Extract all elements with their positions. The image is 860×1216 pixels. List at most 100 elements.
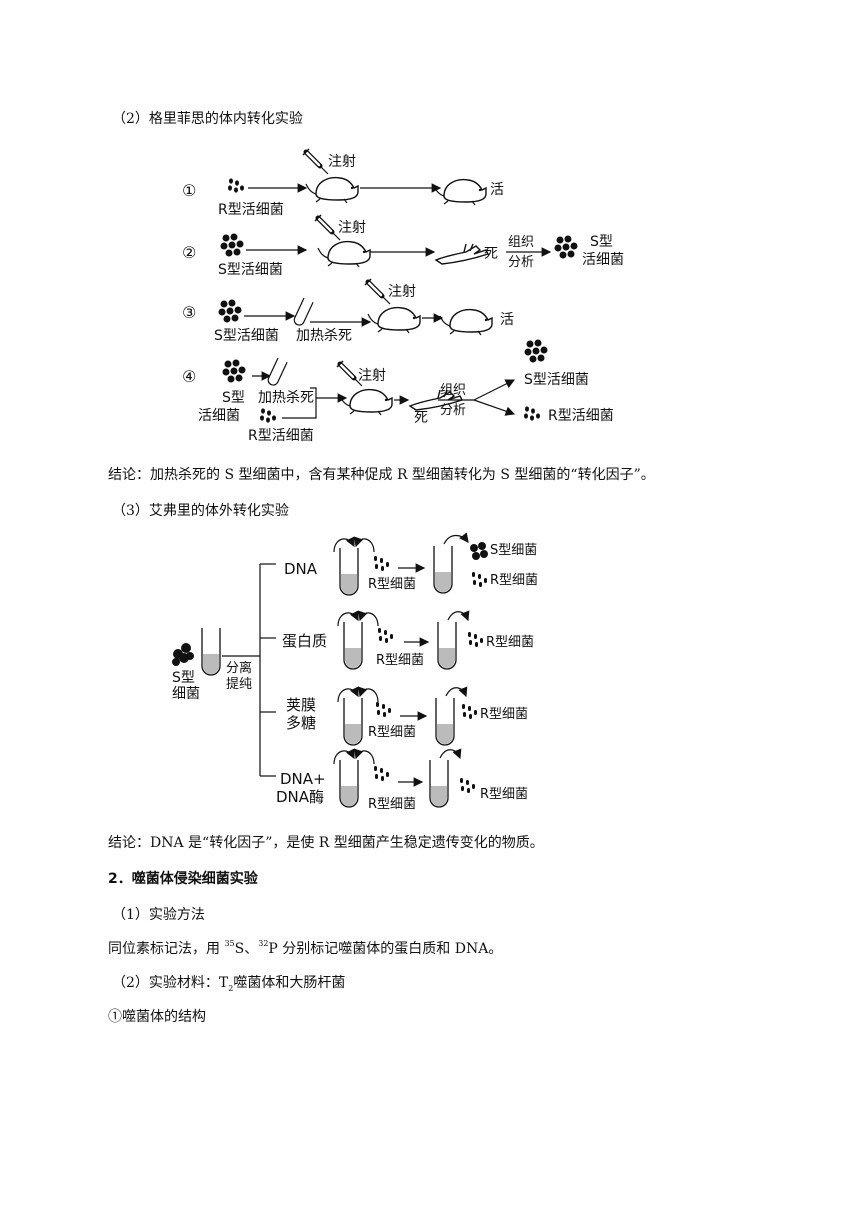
conclusion-avery: 结论：DNA 是“转化因子”，是使 R 型细菌产生稳定遗传变化的物质。 (108, 835, 544, 851)
test-tube-icon (291, 297, 314, 328)
r-bacteria-icon (374, 556, 389, 571)
arrow (473, 399, 516, 416)
syringe-icon (365, 279, 390, 304)
avery-branch4-r: R型细菌 (368, 797, 416, 810)
r-bacteria-cluster-icon (524, 406, 540, 421)
griffith-row2-dead: 死 (484, 246, 498, 262)
griffith-row3-inject: 注射 (388, 284, 416, 300)
mouse-icon (305, 176, 359, 204)
s-bacteria-cluster-icon (222, 359, 246, 383)
material-text: （2）实验材料：T2噬菌体和大肠杆菌 (112, 975, 346, 993)
avery-sep-bottom: 提纯 (226, 676, 252, 692)
griffith-row2-inject: 注射 (338, 220, 366, 236)
test-tube-icon (429, 759, 449, 808)
r-bacteria-icon (376, 702, 391, 717)
griffith-row4-s-bottom: 活细菌 (198, 408, 240, 424)
griffith-row2-num: ② (182, 243, 196, 262)
griffith-row2-analysis-top: 组织 (508, 235, 534, 250)
avery-branch2-label: 蛋白质 (282, 632, 327, 650)
s-bacteria-cluster-icon (524, 339, 548, 363)
r-bacteria-icon (462, 704, 477, 719)
griffith-experiment-figure: ① R型活细菌 注射 活 ② S型活细菌 注射 死 组织 分析 S型 活细菌 ③… (182, 140, 624, 444)
griffith-row1-num: ① (182, 181, 196, 200)
griffith-row4-s-top: S型 (222, 390, 245, 406)
test-tube-icon (265, 357, 288, 388)
griffith-row3-heat: 加热杀死 (296, 328, 352, 344)
griffith-row4-dead: 死 (414, 410, 428, 426)
griffith-row4-result-r: R型活细菌 (548, 408, 614, 424)
avery-branch1-r: R型细菌 (368, 577, 416, 592)
mouse-icon (439, 308, 493, 336)
syringe-icon (303, 149, 328, 174)
griffith-row4-num: ④ (182, 367, 196, 386)
test-tube-icon (435, 697, 455, 746)
griffith-row4-inject: 注射 (358, 368, 386, 384)
avery-source-top: S型 (172, 670, 195, 686)
bracket (282, 387, 317, 419)
griffith-row3-result: 活 (500, 312, 514, 328)
griffith-row1-inject: 注射 (328, 154, 356, 170)
section-heading-avery: （3）艾弗里的体外转化实验 (112, 503, 289, 519)
test-tube-icon (343, 697, 363, 746)
griffith-row4-result-s: S型活细菌 (524, 372, 589, 388)
avery-experiment-figure: S型 细菌 分离 提纯 DNA R型细菌 S型细菌 R型细菌 蛋白质 R型细菌 … (172, 532, 538, 810)
avery-branch3-out: R型细菌 (480, 707, 528, 722)
arrow (473, 379, 516, 401)
avery-branch2-out: R型细菌 (486, 635, 534, 650)
test-tube-icon (437, 621, 457, 670)
r-bacteria-icon (374, 766, 389, 781)
test-tube-icon (343, 621, 363, 670)
syringe-icon (315, 215, 340, 240)
griffith-row2-result-bottom: 活细菌 (582, 252, 624, 268)
avery-branch4-label-top: DNA+ (280, 770, 326, 788)
section-heading-griffith: （2）格里菲思的体内转化实验 (112, 111, 303, 127)
method-text: 同位素标记法，用 35S、32P 分别标记噬菌体的蛋白质和 DNA。 (108, 939, 503, 958)
s-bacteria-colony-icon (470, 542, 488, 560)
r-bacteria-cluster-icon (228, 178, 244, 193)
griffith-row2-label: S型活细菌 (218, 262, 283, 278)
griffith-row3-num: ③ (182, 303, 196, 322)
griffith-row4-r-label: R型活细菌 (248, 428, 314, 444)
section-heading-phage: 2．噬菌体侵染细菌实验 (108, 871, 258, 887)
avery-branch1-out2: R型细菌 (490, 573, 538, 588)
r-bacteria-icon (378, 628, 393, 643)
s-bacteria-colony-icon (172, 643, 194, 666)
griffith-row4-analysis-bottom: 分析 (440, 403, 466, 418)
avery-branch1-label: DNA (284, 560, 318, 578)
griffith-row2-analysis-bottom: 分析 (508, 255, 534, 270)
avery-branch1-out1: S型细菌 (490, 543, 537, 558)
test-tube-icon (339, 759, 359, 808)
avery-branch2-r: R型细菌 (376, 653, 424, 668)
dead-mouse-icon (435, 243, 489, 265)
r-bacteria-cluster-icon (260, 408, 276, 423)
mouse-icon (367, 306, 421, 334)
avery-source-bottom: 细菌 (172, 686, 200, 702)
griffith-row4-heat: 加热杀死 (258, 390, 314, 406)
s-bacteria-cluster-icon (218, 299, 242, 323)
griffith-row1-label: R型活细菌 (218, 202, 284, 218)
test-tube-icon (339, 547, 359, 596)
avery-branch3-label-bottom: 多糖 (286, 714, 316, 732)
griffith-row4-analysis-top: 组织 (440, 383, 466, 398)
r-bacteria-icon (460, 778, 475, 793)
test-tube-icon (433, 545, 453, 594)
griffith-row3-label: S型活细菌 (214, 328, 279, 344)
r-bacteria-icon (468, 632, 483, 647)
griffith-row1-result: 活 (490, 182, 504, 198)
r-bacteria-icon (472, 572, 487, 587)
avery-branch4-out: R型细菌 (480, 787, 528, 802)
avery-sep-top: 分离 (226, 660, 252, 676)
phage-structure-heading: ①噬菌体的结构 (108, 1009, 206, 1025)
avery-branch3-r: R型细菌 (368, 725, 416, 740)
avery-branch3-label-top: 荚膜 (286, 696, 316, 714)
mouse-icon (433, 178, 487, 206)
griffith-row2-result-top: S型 (590, 234, 613, 250)
s-bacteria-cluster-icon (220, 233, 244, 257)
mouse-icon (339, 388, 393, 416)
method-heading: （1）实验方法 (112, 907, 205, 923)
s-bacteria-cluster-icon (554, 235, 578, 259)
test-tube-icon (201, 627, 221, 676)
conclusion-griffith: 结论：加热杀死的 S 型细菌中，含有某种促成 R 型细菌转化为 S 型细菌的“转… (108, 467, 655, 483)
avery-branch4-label-bottom: DNA酶 (276, 788, 324, 806)
mouse-icon (317, 240, 371, 268)
